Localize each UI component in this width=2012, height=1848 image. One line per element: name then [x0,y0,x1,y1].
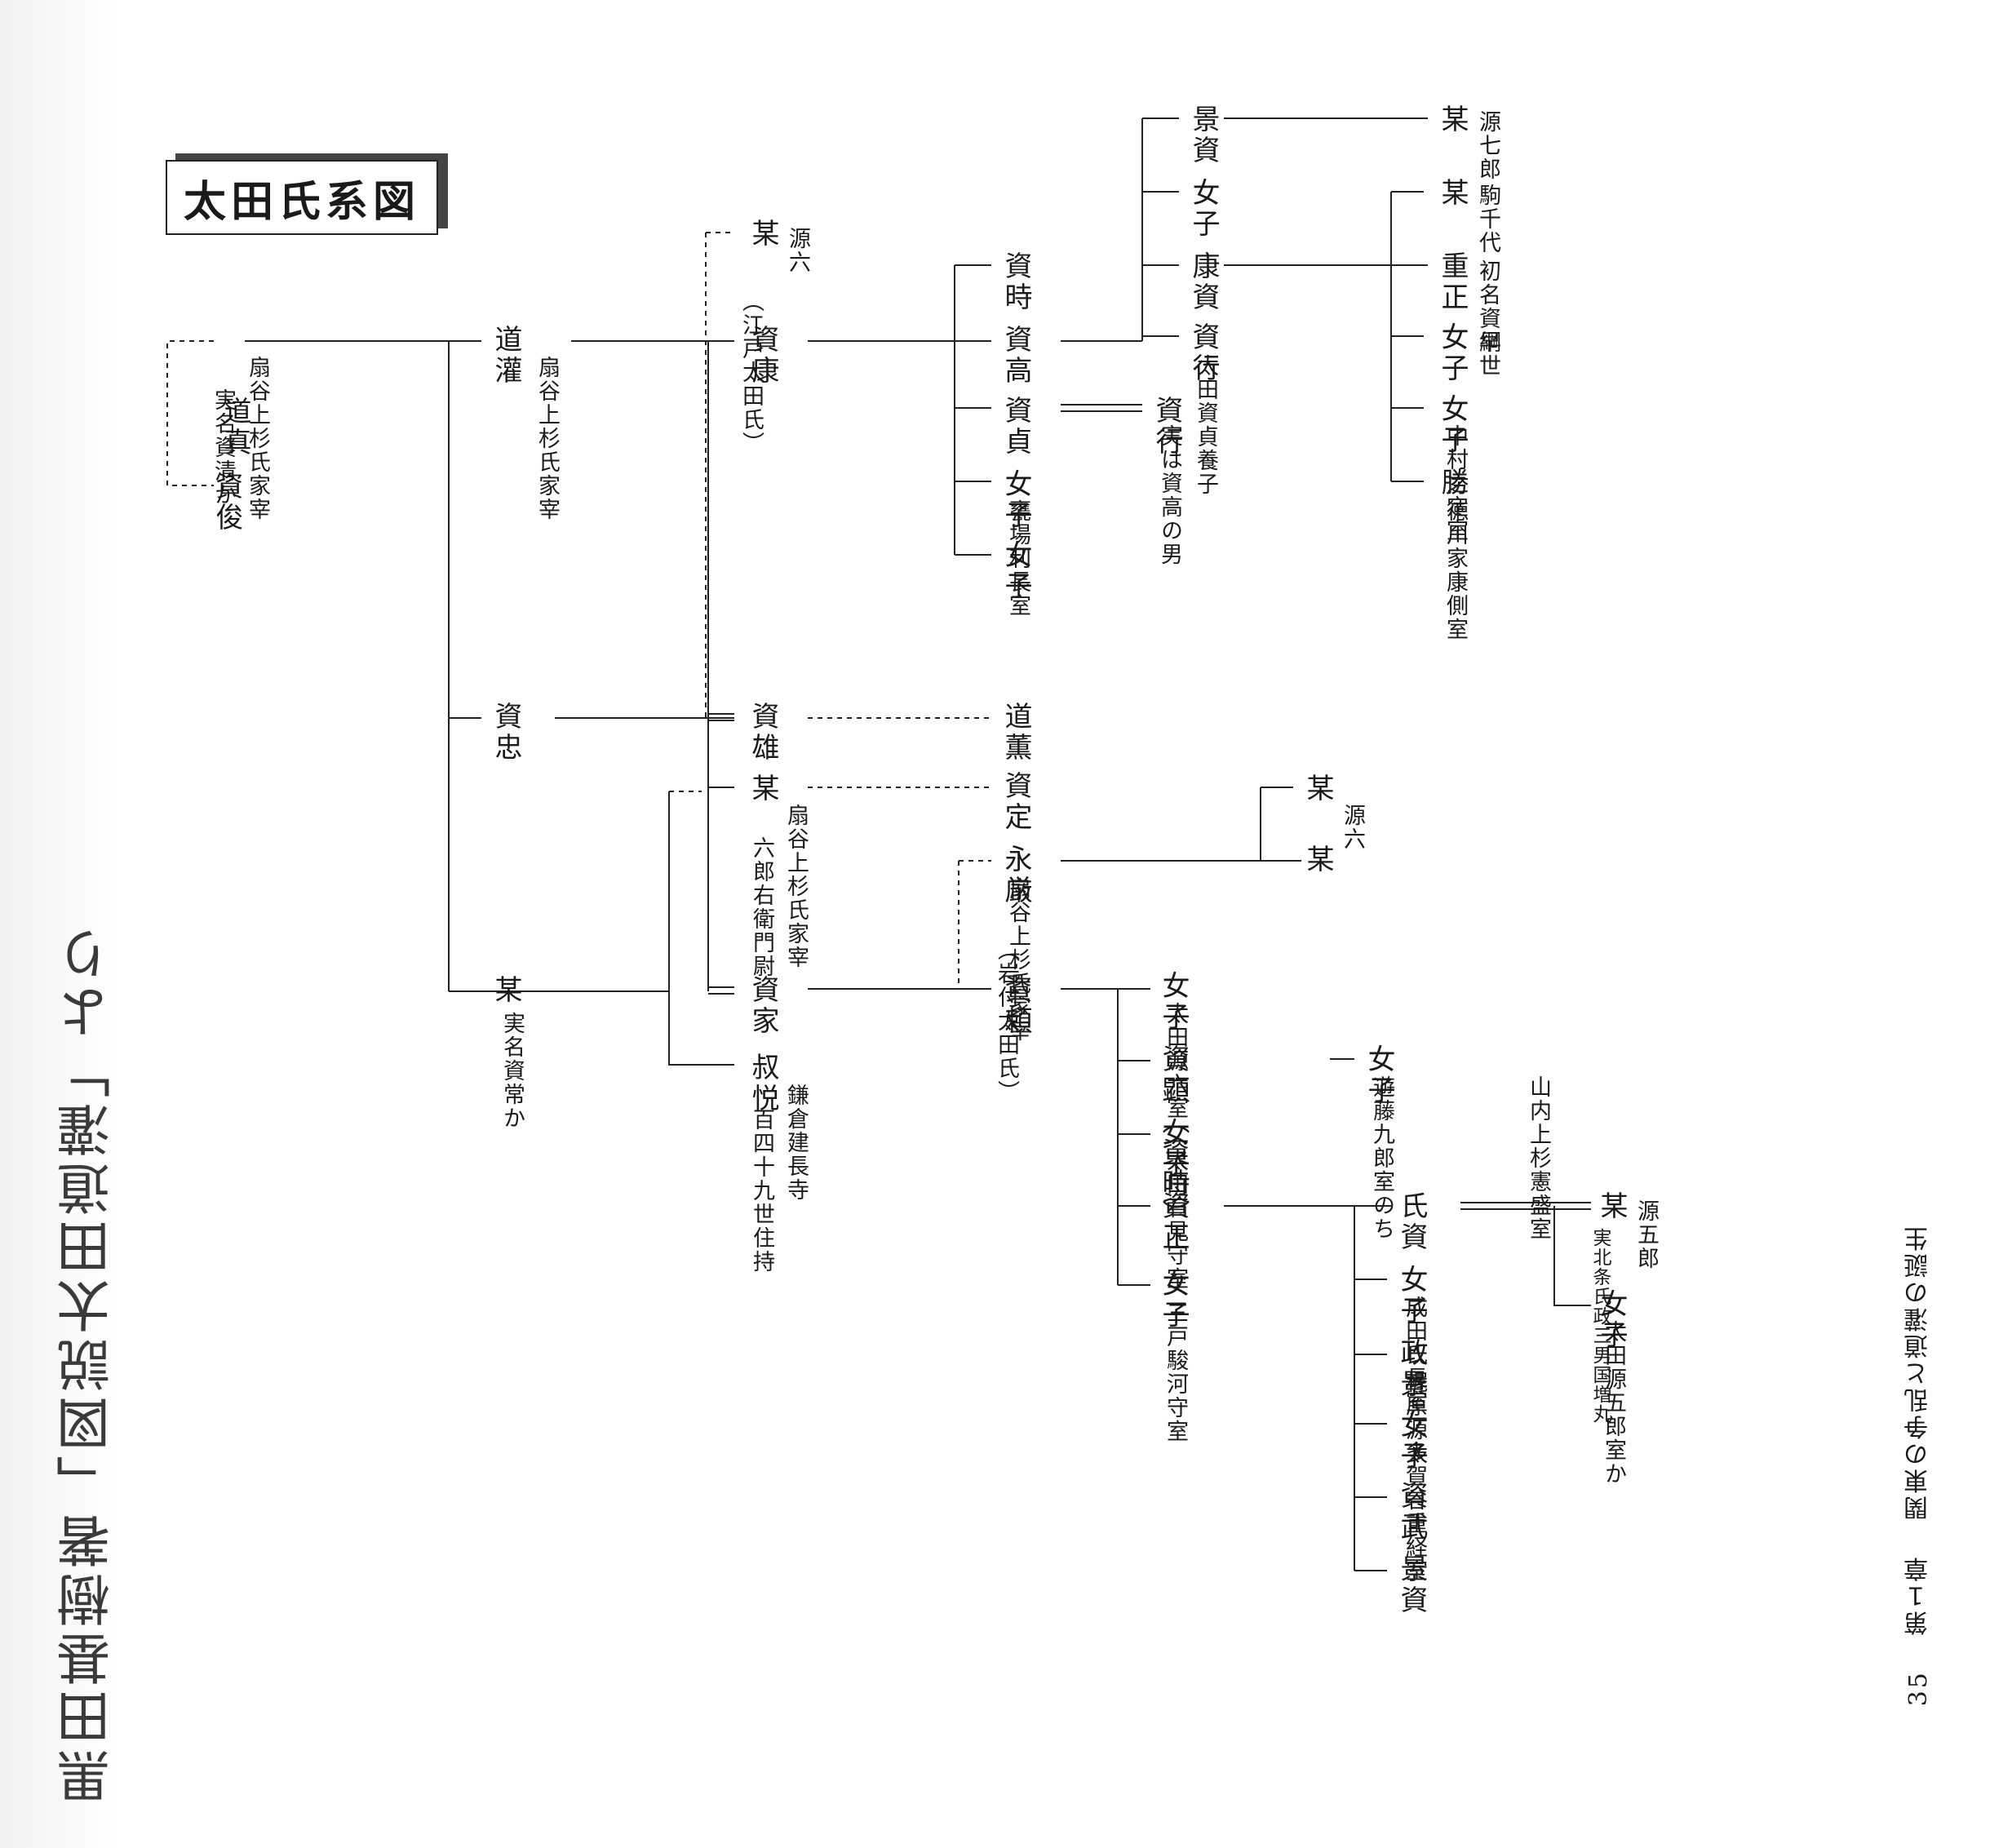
node-sukeyuki-adopt: 資行 [1150,396,1183,458]
node-joshi-taga-note: 多賀谷重経室 [1402,1441,1427,1583]
node-katsu: 勝 [1436,468,1469,499]
node-joshi-gorou: 女子 [1595,1289,1628,1351]
node-sukeyuki: 資行 [1187,322,1220,384]
node-sukeaki: 資顕（資時） [1157,1044,1190,1230]
node-bou-komachiyo-note: 駒千代 [1475,184,1500,255]
node-shukuetsu-note: 鎌倉建長寺 [783,1084,809,1202]
node-bou-shichirou-note: 源七郎 [1475,110,1500,181]
node-douzen: 道薫 [999,702,1032,764]
node-katsu-note: 徳川家康側室 [1443,499,1468,641]
node-joshi-mito-note: 三戸駿河守室 [1163,1301,1188,1443]
chapter-number: 第１章 [1904,1554,1933,1636]
node-yasusuke: 康資 [1187,251,1220,313]
page-number: 35 [1904,1670,1933,1707]
node-bou-gorou: 某 [1595,1191,1628,1222]
node-joshi-b: 女子 [1187,178,1220,240]
node-joshi-yamanouchi-alias: 遊藤九郎室のち [1369,1075,1394,1241]
node-sukemasa: 資正 [1157,1191,1190,1253]
node-doshin-alias: 実名資清か [211,388,236,507]
node-sukeyasu: 資康 [747,325,779,387]
node-suketoki: 資時 [999,251,1032,313]
node-bou-genroku1-note: 源六 [785,227,810,274]
node-shukuetsu-alias: 百四十九世住持 [749,1108,774,1274]
node-name: 道真 [219,397,251,459]
label-edo-ota: （江戸太田氏） [738,290,764,455]
diagram-title: 太田氏系図 [183,177,420,227]
node-shigemasa: 重正 [1436,251,1469,313]
node-sukesada: 資定 [999,771,1032,833]
handwritten-source-note: 黒田基樹著「図説太田道灌」より [56,922,119,1803]
node-joshi-nakamura-note: 中村之定室 [1443,424,1468,543]
node-suketake: 資武 [1395,1481,1428,1543]
node-bou-gorou-note: 源五郎 [1633,1199,1659,1270]
node-dokan-note: 扇谷上杉氏家宰 [534,356,560,521]
node-joshi-a: 女子 [999,540,1032,602]
node-sukesada2: 資貞 [999,396,1032,458]
chapter-title: 関東の争乱と道灌の誕生 [1904,1224,1933,1520]
node-joshi-genroku-note: 太田源六室 [1163,1002,1188,1120]
node-bou-rokurou-alias: 六郎右衛門尉 [749,836,774,978]
node-sukeie: 資家 [747,975,779,1037]
node-bou-genroku1: 某 [747,219,779,250]
node-shukuetsu: 叔悦 [747,1053,779,1115]
node-bou-genroku2-note: 源六 [1340,804,1365,851]
node-kajiwara: 政景 [1395,1338,1428,1400]
node-sukemune: 景資 [1187,104,1220,166]
node-shigemasa-note: 初名資綱 [1475,259,1500,354]
node-kajiwara-note: 梶原源太 [1402,1371,1427,1465]
node-sukeyuki-adopt-note: 実は資高の男 [1157,424,1182,566]
node-bou-sukecune: 某 [490,975,522,1006]
node-bou-rokurou-note: 扇谷上杉氏家宰 [783,804,809,969]
label-iwatsuki-ota: （岩付太田氏） [994,938,1019,1104]
node-eigan: 永厳 [999,844,1032,906]
node-dokan: 道灌 [490,325,522,387]
page-footer: 35 第１章 関東の争乱と道灌の誕生 [1901,1199,1937,1706]
node-bou-shichirou: 某 [1436,104,1469,135]
diagram-title-box: 太田氏系図 [166,160,438,235]
node-joshi-iwami: 女子 [1157,1118,1190,1180]
node-bou-rokurou: 某 [747,773,779,804]
node-joshi-sosei-note: 早世 [1475,330,1500,378]
node-ujisuke: 氏資 [1395,1191,1428,1253]
node-joshi-mito: 女子 [1157,1269,1190,1331]
node-sukeyuki-note: 太田資貞養子 [1193,354,1218,496]
node-joshi-gorou-note: 太田源五郎室か [1601,1320,1626,1486]
node-sukeo: 資雄 [747,702,779,764]
node-sukechu: 資忠 [490,702,522,764]
node-joshi-yosuke-note: 甕場利長室 [1005,499,1030,618]
node-joshi-sosei: 女子 [1436,322,1469,384]
node-bou-c: 某 [1301,844,1334,875]
node-joshi-yamanouchi: 女子 [1363,1044,1395,1106]
node-doshin-note: 扇谷上杉氏家宰 [245,356,270,521]
node-bou-genroku2: 某 [1301,773,1334,804]
node-suketaka: 資高 [999,325,1032,387]
node-joshi-yamanouchi-note: 山内上杉憲盛室 [1526,1075,1551,1241]
node-bou-komachiyo: 某 [1436,178,1469,209]
node-joshi-yosuke: 女子 [999,469,1032,531]
node-doshin: 道真 [219,325,284,459]
node-sukeyori: 資頼 [999,975,1032,1037]
node-bou-gorou-alias: 実北条氏政三男国増丸 [1589,1228,1611,1424]
node-joshi-nakamura: 女子 [1436,394,1469,456]
node-joshi-iwami-note: 太田石見守室 [1163,1149,1188,1291]
node-kagesuke: 景資 [1395,1554,1428,1616]
node-joshi-genroku: 女子 [1157,971,1190,1033]
node-joshi-narita: 女子 [1395,1265,1428,1327]
node-joshi-narita-note: 成田氏長室 [1402,1296,1427,1414]
node-joshi-taga: 女子 [1395,1410,1428,1472]
node-bou-sukecune-alias: 実名資常か [499,1012,525,1130]
node-eigan-note: 扇谷上杉氏家宰 [1005,877,1030,1043]
node-sukefuji: 資俊 [211,472,243,534]
